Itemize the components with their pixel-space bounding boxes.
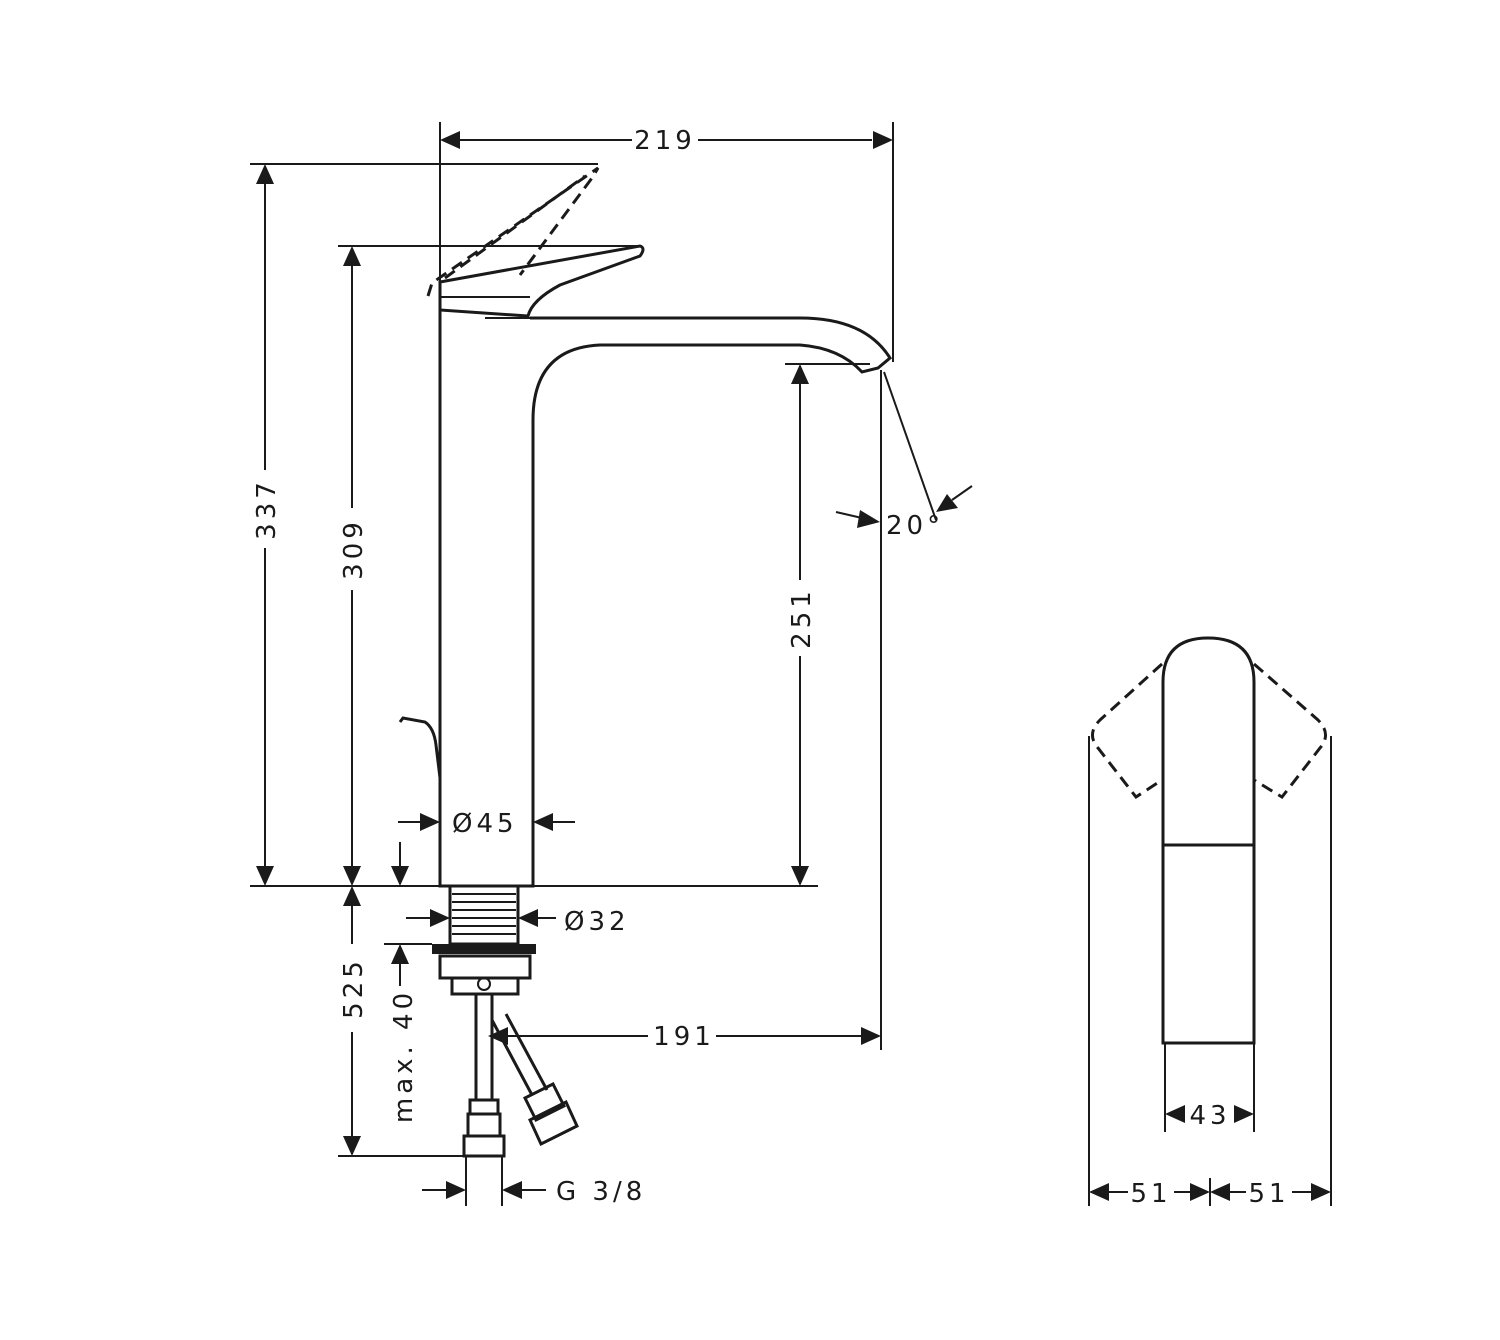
dim-45-label: Ø45	[452, 809, 518, 839]
side-view: 219 337 309 251 20° Ø45	[250, 122, 973, 1207]
dim-45-arrow-left	[420, 813, 440, 831]
dim-40-arrow-top	[391, 866, 409, 886]
dim-43-label: 43	[1189, 1101, 1230, 1131]
dim-309-arrow-top	[343, 246, 361, 266]
dim-337-label: 337	[252, 478, 282, 540]
dim-51r-label: 51	[1248, 1179, 1289, 1209]
dim-251-label: 251	[787, 587, 817, 649]
dim-40-label: max. 40	[389, 989, 419, 1123]
lever-open-dashed-inner	[444, 174, 586, 280]
dim-40-arrow-bottom	[391, 944, 409, 964]
dim-219-arrow-left	[440, 131, 460, 149]
front-view: 43 51 51	[1088, 636, 1332, 1209]
dim-20-label: 20°	[886, 511, 944, 541]
dim-309-label: 309	[339, 518, 369, 580]
dim-191-label: 191	[653, 1022, 715, 1052]
body-front	[1161, 843, 1256, 1045]
dim-51r-arrow-left	[1210, 1183, 1230, 1201]
lever-open-dashed	[426, 166, 600, 297]
faucet-body	[438, 310, 892, 888]
dim-g-label: G 3/8	[556, 1177, 646, 1207]
dim-45-arrow-right	[533, 813, 553, 831]
dim-525-arrow-top	[343, 886, 361, 906]
dim-251-arrow-bottom	[791, 866, 809, 886]
lever-front	[1161, 636, 1256, 847]
dim-51r-arrow-right	[1311, 1183, 1331, 1201]
dim-g-arrow-right	[502, 1181, 522, 1199]
fixing-nut	[438, 954, 532, 980]
popup-rod	[398, 716, 442, 779]
dim-43-arrow-right	[1234, 1105, 1254, 1123]
spout-angle-line	[883, 371, 937, 521]
lever-swing-right-dashed	[1253, 662, 1327, 799]
dim-51l-arrow-left	[1089, 1183, 1109, 1201]
fixing-washer	[432, 944, 536, 954]
dim-191-arrow-left	[488, 1027, 508, 1045]
supply-hose-straight	[462, 994, 506, 1158]
dim-51l-label: 51	[1130, 1179, 1171, 1209]
dim-32-label: Ø32	[564, 907, 630, 937]
dim-337-arrow-bottom	[256, 866, 274, 886]
dim-191-arrow-right	[861, 1027, 881, 1045]
lever-swing-left-dashed	[1091, 662, 1164, 800]
dim-219-label: 219	[634, 126, 696, 156]
dim-20-line-left	[835, 511, 863, 519]
thread-lines	[452, 893, 516, 935]
fixing-plate	[450, 976, 520, 996]
dim-43-arrow-left	[1165, 1105, 1185, 1123]
dim-525-arrow-bottom	[343, 1136, 361, 1156]
dim-32-arrow-right	[518, 909, 538, 927]
dim-51l-arrow-right	[1190, 1183, 1210, 1201]
dim-219-arrow-right	[873, 131, 893, 149]
lever-closed	[438, 244, 645, 318]
dim-20-arrow-left	[857, 510, 880, 528]
dim-525-label: 525	[339, 957, 369, 1019]
dim-251-arrow-top	[791, 364, 809, 384]
dim-309-arrow-bottom	[343, 866, 361, 886]
dim-20-arrow-right	[936, 494, 958, 512]
dim-20-line-right	[951, 485, 973, 501]
nut-bolt	[477, 977, 491, 991]
dim-g-arrow-left	[446, 1181, 466, 1199]
dim-337-arrow-top	[256, 164, 274, 184]
dim-32-arrow-left	[430, 909, 450, 927]
